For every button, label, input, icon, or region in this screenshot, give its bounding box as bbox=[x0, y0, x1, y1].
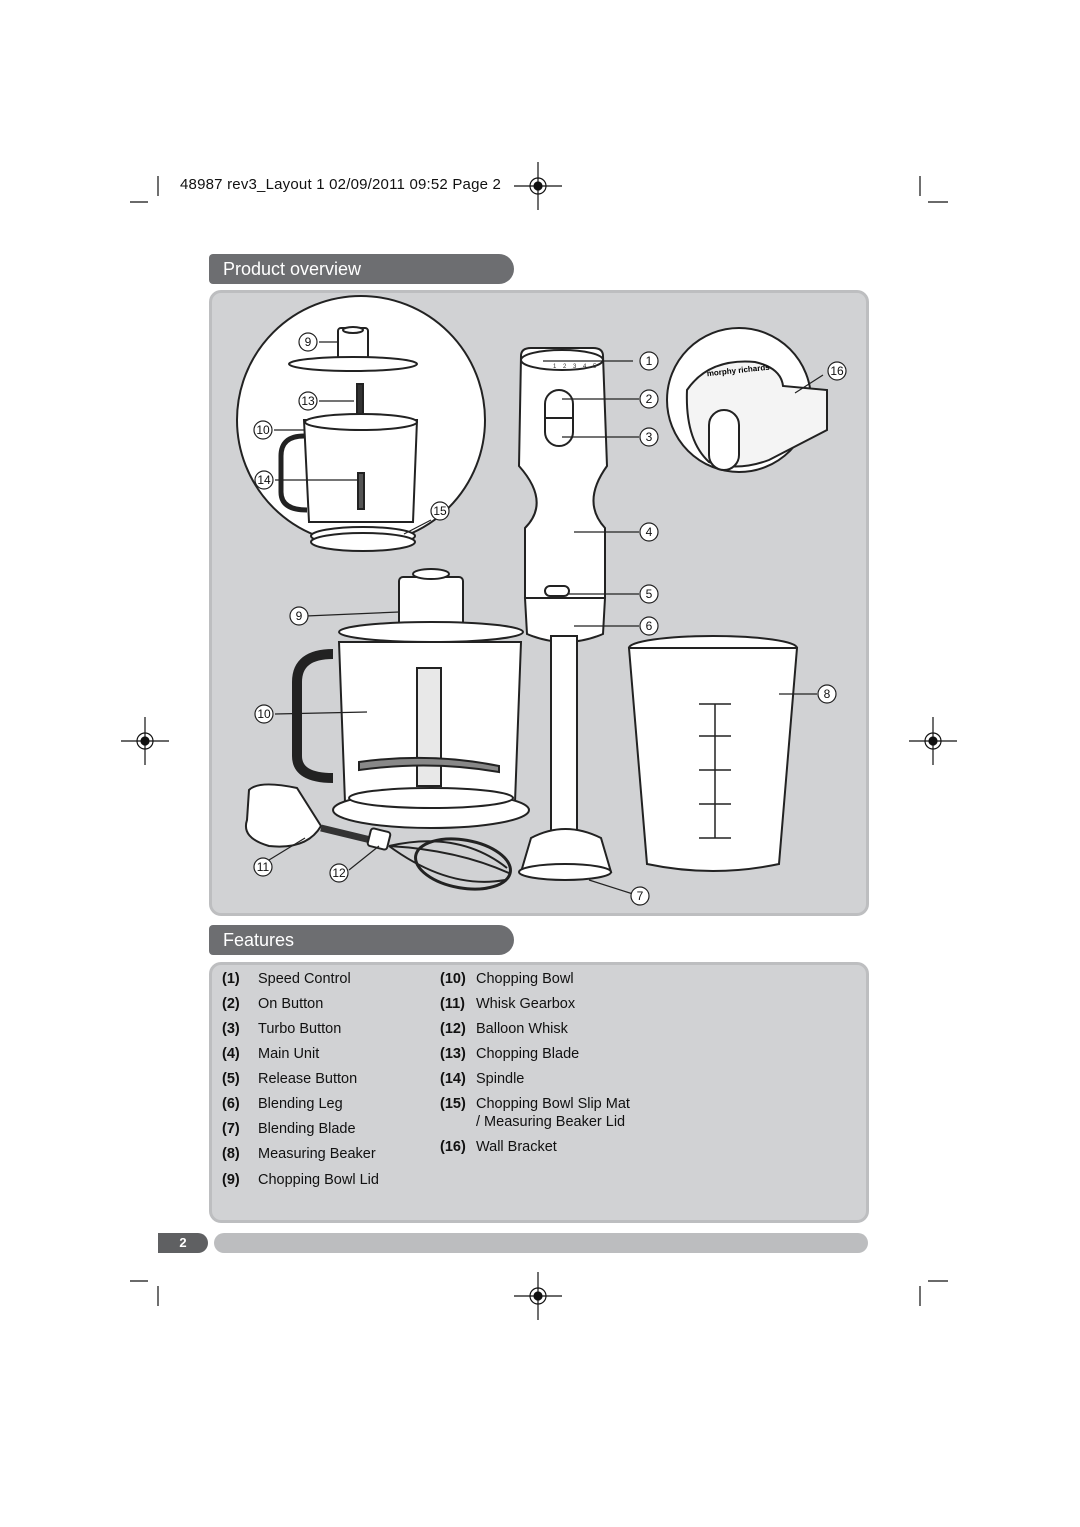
callout-12: 12 bbox=[332, 866, 346, 880]
page-number: 2 bbox=[158, 1233, 208, 1253]
speed-mark: 5 bbox=[593, 364, 597, 370]
print-slug: 48987 rev3_Layout 1 02/09/2011 09:52 Pag… bbox=[180, 176, 502, 193]
callout-4: 4 bbox=[646, 525, 653, 539]
page-footer-bar: 2 bbox=[158, 1233, 868, 1253]
callout-2: 2 bbox=[646, 392, 653, 406]
features-heading: Features bbox=[209, 925, 514, 955]
speed-mark: 3 bbox=[573, 364, 577, 370]
callout-10b: 10 bbox=[257, 707, 271, 721]
callout-16: 16 bbox=[830, 364, 844, 378]
callout-13: 13 bbox=[301, 394, 315, 408]
callout-7: 7 bbox=[637, 889, 644, 903]
callout-10: 10 bbox=[256, 423, 270, 437]
registration-mark-left bbox=[121, 717, 169, 765]
callout-9: 9 bbox=[305, 335, 312, 349]
speed-mark: 2 bbox=[563, 364, 567, 370]
callout-14: 14 bbox=[257, 473, 271, 487]
callout-8: 8 bbox=[824, 687, 831, 701]
overview-heading: Product overview bbox=[209, 254, 514, 284]
callout-9b: 9 bbox=[296, 609, 303, 623]
speed-mark: 1 bbox=[553, 364, 557, 370]
registration-mark-right bbox=[909, 717, 957, 765]
product-illustration: morphy richards 1 2 3 4 5 9 13 10 14 15 … bbox=[236, 295, 847, 906]
callouts: 9 13 10 14 15 1 2 3 4 5 6 16 9 8 10 11 1… bbox=[253, 332, 847, 906]
footer-strip bbox=[214, 1233, 868, 1253]
callout-1: 1 bbox=[646, 354, 653, 368]
features-panel bbox=[209, 962, 869, 1223]
registration-mark-bottom bbox=[514, 1272, 562, 1320]
speed-mark: 4 bbox=[583, 364, 587, 370]
callout-15: 15 bbox=[433, 504, 447, 518]
callout-5: 5 bbox=[646, 587, 653, 601]
callout-3: 3 bbox=[646, 430, 653, 444]
main-unit-body bbox=[517, 347, 609, 599]
registration-mark-top bbox=[514, 162, 562, 210]
callout-6: 6 bbox=[646, 619, 653, 633]
callout-11: 11 bbox=[257, 860, 270, 874]
